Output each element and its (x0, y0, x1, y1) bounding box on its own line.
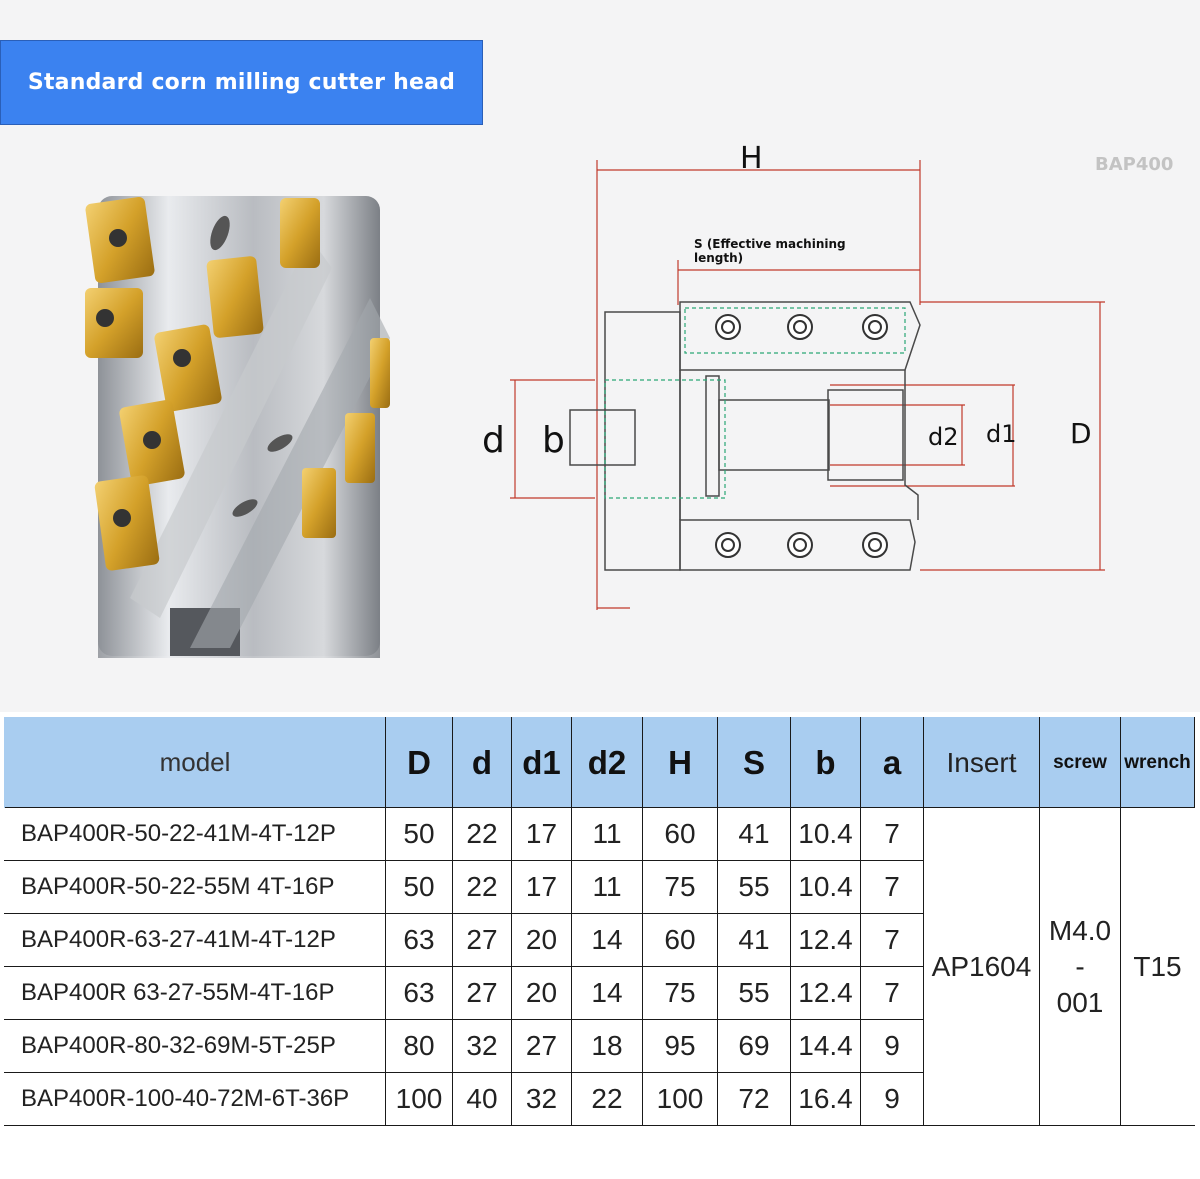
cell-d: 22 (452, 807, 512, 861)
technical-drawing: H S (Effective machining length) d b d2 … (482, 141, 1173, 610)
header-d2: d2 (571, 717, 643, 808)
label-H: H (740, 141, 763, 176)
cell-a: 9 (860, 1019, 924, 1073)
cell-model: BAP400R-63-27-41M-4T-12P (4, 913, 386, 967)
header-D: D (385, 717, 453, 808)
cell-H: 75 (642, 860, 718, 914)
cell-b: 16.4 (790, 1072, 861, 1126)
cell-d2: 11 (571, 860, 643, 914)
header-d: d (452, 717, 512, 808)
cell-d2: 14 (571, 966, 643, 1020)
cell-D: 50 (385, 860, 453, 914)
cell-S: 41 (717, 913, 791, 967)
cell-d: 40 (452, 1072, 512, 1126)
tool-outline (569, 301, 921, 571)
cell-a: 7 (860, 860, 924, 914)
screw-line2: - (1075, 950, 1085, 982)
cell-b: 12.4 (790, 966, 861, 1020)
label-b: b (542, 420, 565, 461)
header-d1: d1 (511, 717, 572, 808)
green-hidden-lines (604, 307, 906, 499)
cell-b: 12.4 (790, 913, 861, 967)
cell-d: 27 (452, 966, 512, 1020)
table-row: BAP400R-100-40-72M-6T-36P 100 40 32 22 1… (4, 1072, 1195, 1126)
table-row: BAP400R-63-27-41M-4T-12P 63 27 20 14 60 … (4, 913, 1195, 967)
screw-line3: 001 (1056, 986, 1104, 1018)
cell-D: 100 (385, 1072, 453, 1126)
banner-title: Standard corn milling cutter head (27, 70, 456, 95)
header-H: H (642, 717, 718, 808)
cell-d1: 32 (511, 1072, 572, 1126)
cell-d2: 18 (571, 1019, 643, 1073)
cell-S: 69 (717, 1019, 791, 1073)
table-row: BAP400R-50-22-41M-4T-12P 50 22 17 11 60 … (4, 807, 1195, 1126)
label-d: d (482, 420, 505, 461)
cell-model: BAP400R-50-22-55M 4T-16P (4, 860, 386, 914)
label-S-line2: length) (694, 251, 743, 265)
cell-a: 7 (860, 966, 924, 1020)
cell-S: 72 (717, 1072, 791, 1126)
cell-D: 50 (385, 807, 453, 861)
cell-S: 55 (717, 966, 791, 1020)
cell-D: 80 (385, 1019, 453, 1073)
cell-model: BAP400R-80-32-69M-5T-25P (4, 1019, 386, 1073)
cell-model: BAP400R-100-40-72M-6T-36P (4, 1072, 386, 1126)
cell-insert: AP1604 (923, 807, 1040, 1126)
header-a: a (860, 717, 924, 808)
cell-b: 14.4 (790, 1019, 861, 1073)
drawing-watermark: BAP400 (1095, 154, 1173, 175)
table-row: BAP400R-50-22-55M 4T-16P 50 22 17 11 75 … (4, 860, 1195, 914)
cell-d: 22 (452, 860, 512, 914)
cell-S: 41 (717, 807, 791, 861)
label-S-line1: S (Effective machining (694, 237, 846, 251)
table-row: BAP400R 63-27-55M-4T-16P 63 27 20 14 75 … (4, 966, 1195, 1020)
title-banner: Standard corn milling cutter head (0, 40, 483, 125)
header-model: model (4, 717, 386, 808)
cell-b: 10.4 (790, 807, 861, 861)
cell-screw: M4.0 - 001 (1039, 807, 1121, 1126)
cell-d: 27 (452, 913, 512, 967)
cell-D: 63 (385, 966, 453, 1020)
cell-H: 60 (642, 807, 718, 861)
header-b: b (790, 717, 861, 808)
cell-a: 9 (860, 1072, 924, 1126)
cutter-head-photo (85, 196, 390, 658)
cell-d1: 17 (511, 807, 572, 861)
specification-table: model D d d1 d2 H S b a Insert screw wre… (4, 717, 1195, 1126)
cell-a: 7 (860, 913, 924, 967)
cell-d1: 17 (511, 860, 572, 914)
cell-model: BAP400R-50-22-41M-4T-12P (4, 807, 386, 861)
header-wrench: wrench (1120, 717, 1195, 808)
header-S: S (717, 717, 791, 808)
cell-d2: 14 (571, 913, 643, 967)
screw-line1: M4.0 (1048, 914, 1112, 946)
cell-H: 75 (642, 966, 718, 1020)
header-insert: Insert (923, 717, 1040, 808)
cell-a: 7 (860, 807, 924, 861)
table-row: BAP400R-80-32-69M-5T-25P 80 32 27 18 95 … (4, 1019, 1195, 1073)
cell-wrench: T15 (1120, 807, 1195, 1126)
table-header-row: model D d d1 d2 H S b a Insert screw wre… (4, 717, 1195, 808)
dimension-lines (510, 160, 1105, 610)
cell-b: 10.4 (790, 860, 861, 914)
cell-H: 100 (642, 1072, 718, 1126)
insert-screws (715, 314, 888, 558)
label-d2: d2 (928, 423, 959, 451)
cell-d1: 27 (511, 1019, 572, 1073)
cell-d: 32 (452, 1019, 512, 1073)
cell-d2: 11 (571, 807, 643, 861)
cell-H: 60 (642, 913, 718, 967)
cell-d2: 22 (571, 1072, 643, 1126)
label-D: D (1070, 417, 1092, 450)
header-screw: screw (1039, 717, 1121, 808)
cell-H: 95 (642, 1019, 718, 1073)
cell-S: 55 (717, 860, 791, 914)
cell-D: 63 (385, 913, 453, 967)
label-d1: d1 (986, 420, 1017, 448)
carbide-inserts (85, 196, 390, 571)
cell-d1: 20 (511, 913, 572, 967)
cell-model: BAP400R 63-27-55M-4T-16P (4, 966, 386, 1020)
cell-d1: 20 (511, 966, 572, 1020)
